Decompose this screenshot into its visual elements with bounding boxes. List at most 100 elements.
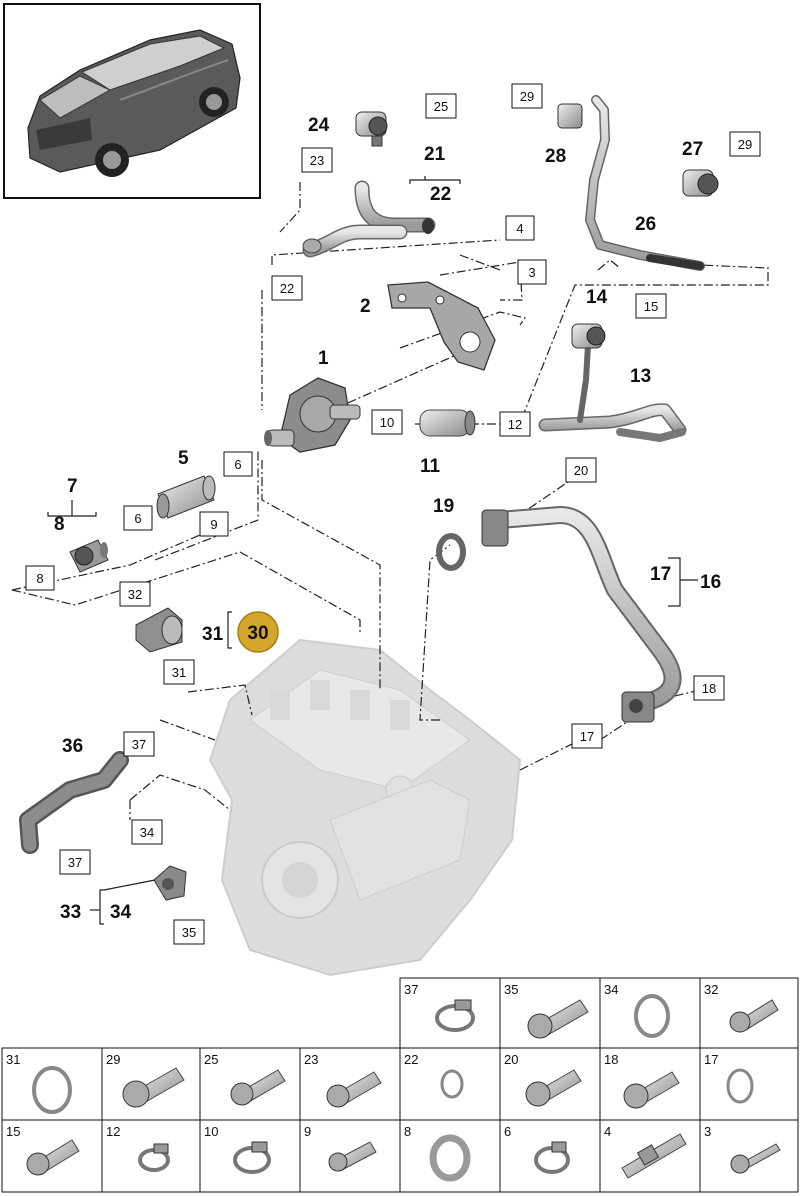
seal-ring-icon <box>634 994 670 1038</box>
connector-7-icon <box>69 539 109 573</box>
svg-text:17: 17 <box>580 729 594 744</box>
callout-19: 19 <box>433 496 454 517</box>
table-cell-label: 12 <box>106 1124 120 1139</box>
callout-13: 13 <box>630 366 651 387</box>
box-label-17: 17 <box>571 723 603 749</box>
svg-text:29: 29 <box>738 137 752 152</box>
bolt-icon <box>26 1139 80 1176</box>
svg-text:15: 15 <box>644 299 658 314</box>
box-label-18: 18 <box>693 675 725 701</box>
table-cell-label: 8 <box>404 1124 411 1139</box>
bracket-icon <box>387 281 496 371</box>
box-label-10: 10 <box>371 409 403 435</box>
callout-21: 21 <box>424 144 446 165</box>
box-label-37b: 37 <box>59 849 91 875</box>
svg-text:35: 35 <box>182 925 196 940</box>
table-cell-label: 17 <box>704 1052 718 1067</box>
svg-text:6: 6 <box>234 457 241 472</box>
callout-11: 11 <box>420 456 441 477</box>
box-label-23: 23 <box>301 147 333 173</box>
callout-labels: 1 2 5 7 8 11 13 14 16 17 19 21 22 24 26 … <box>25 83 761 945</box>
svg-text:8: 8 <box>36 571 43 586</box>
callout-5: 5 <box>178 448 189 469</box>
callout-27: 27 <box>682 139 703 160</box>
cap-30-icon <box>135 607 183 653</box>
callout-31-bold: 31 <box>202 624 224 645</box>
bolt-icon <box>527 999 589 1039</box>
car-thumbnail-icon <box>27 29 241 177</box>
callout-22-bold: 22 <box>430 184 451 205</box>
table-cell-label: 34 <box>604 982 618 997</box>
seal-ring-icon <box>440 1069 464 1099</box>
callout-8-bold: 8 <box>54 514 65 535</box>
box-label-12: 12 <box>499 411 531 437</box>
table-cell-label: 4 <box>604 1124 611 1139</box>
sensor-14-icon <box>571 323 606 349</box>
svg-text:23: 23 <box>310 153 324 168</box>
callout-26: 26 <box>635 214 656 235</box>
svg-text:37: 37 <box>132 737 146 752</box>
callout-16: 16 <box>700 572 721 593</box>
box-label-22: 22 <box>271 275 303 301</box>
bolt-icon <box>623 1071 680 1109</box>
svg-text:37: 37 <box>68 855 82 870</box>
box-label-6a: 6 <box>223 451 253 477</box>
table-cell-label: 31 <box>6 1052 20 1067</box>
pipe-26-icon <box>557 95 705 271</box>
svg-text:18: 18 <box>702 681 716 696</box>
seal-ring-icon <box>32 1066 72 1114</box>
bolt-icon <box>122 1067 185 1108</box>
table-row-2: 31 29 25 23 22 20 18 17 <box>1 1047 799 1121</box>
sensor-24-icon <box>355 111 388 147</box>
hardware-table: 37 35 34 32 31 29 25 23 2 <box>1 977 799 1193</box>
table-cell-label: 23 <box>304 1052 318 1067</box>
box-label-3: 3 <box>517 259 547 285</box>
seal-ring-icon <box>726 1068 754 1104</box>
svg-text:29: 29 <box>520 89 534 104</box>
table-cell-label: 10 <box>204 1124 218 1139</box>
callout-14: 14 <box>586 287 608 308</box>
svg-text:31: 31 <box>172 665 186 680</box>
svg-text:32: 32 <box>128 587 142 602</box>
table-cell-label: 3 <box>704 1124 711 1139</box>
svg-text:10: 10 <box>380 415 394 430</box>
callout-1: 1 <box>318 348 329 369</box>
bolt-icon <box>621 1133 687 1179</box>
box-label-37a: 37 <box>123 731 155 757</box>
box-label-4: 4 <box>505 215 535 241</box>
callout-34-bold: 34 <box>110 902 132 923</box>
table-row-1: 37 35 34 32 <box>399 977 799 1049</box>
svg-text:20: 20 <box>574 463 588 478</box>
table-cell-label: 18 <box>604 1052 618 1067</box>
table-cell-label: 32 <box>704 982 718 997</box>
box-label-29a: 29 <box>511 83 543 109</box>
hose-clamp-icon <box>138 1143 170 1172</box>
callout-28: 28 <box>545 146 566 167</box>
table-cell-label: 35 <box>504 982 518 997</box>
table-cell-label: 25 <box>204 1052 218 1067</box>
svg-text:4: 4 <box>516 221 523 236</box>
hose-clamp-icon <box>435 999 475 1032</box>
box-label-8: 8 <box>25 565 55 591</box>
table-cell-label: 15 <box>6 1124 20 1139</box>
car-thumbnail <box>3 3 261 199</box>
highlight-badge-30[interactable]: 30 <box>237 611 279 653</box>
box-label-15: 15 <box>635 293 667 319</box>
sensor-27-icon <box>682 169 719 197</box>
callout-24: 24 <box>308 115 330 136</box>
bolt-icon <box>326 1071 382 1108</box>
callout-2: 2 <box>360 296 371 317</box>
callout-36: 36 <box>62 736 83 757</box>
svg-text:6: 6 <box>134 511 141 526</box>
bolt-icon <box>729 999 779 1033</box>
hose-clamp-icon <box>534 1141 570 1174</box>
callout-7: 7 <box>67 476 78 497</box>
pipe-13-icon <box>538 342 687 442</box>
screw-icon <box>730 1143 781 1174</box>
bolt-icon <box>525 1069 582 1107</box>
table-row-3: 15 12 10 9 8 6 4 3 <box>1 1119 799 1193</box>
svg-text:12: 12 <box>508 417 522 432</box>
svg-text:22: 22 <box>280 281 294 296</box>
engine-block-icon <box>208 638 522 977</box>
